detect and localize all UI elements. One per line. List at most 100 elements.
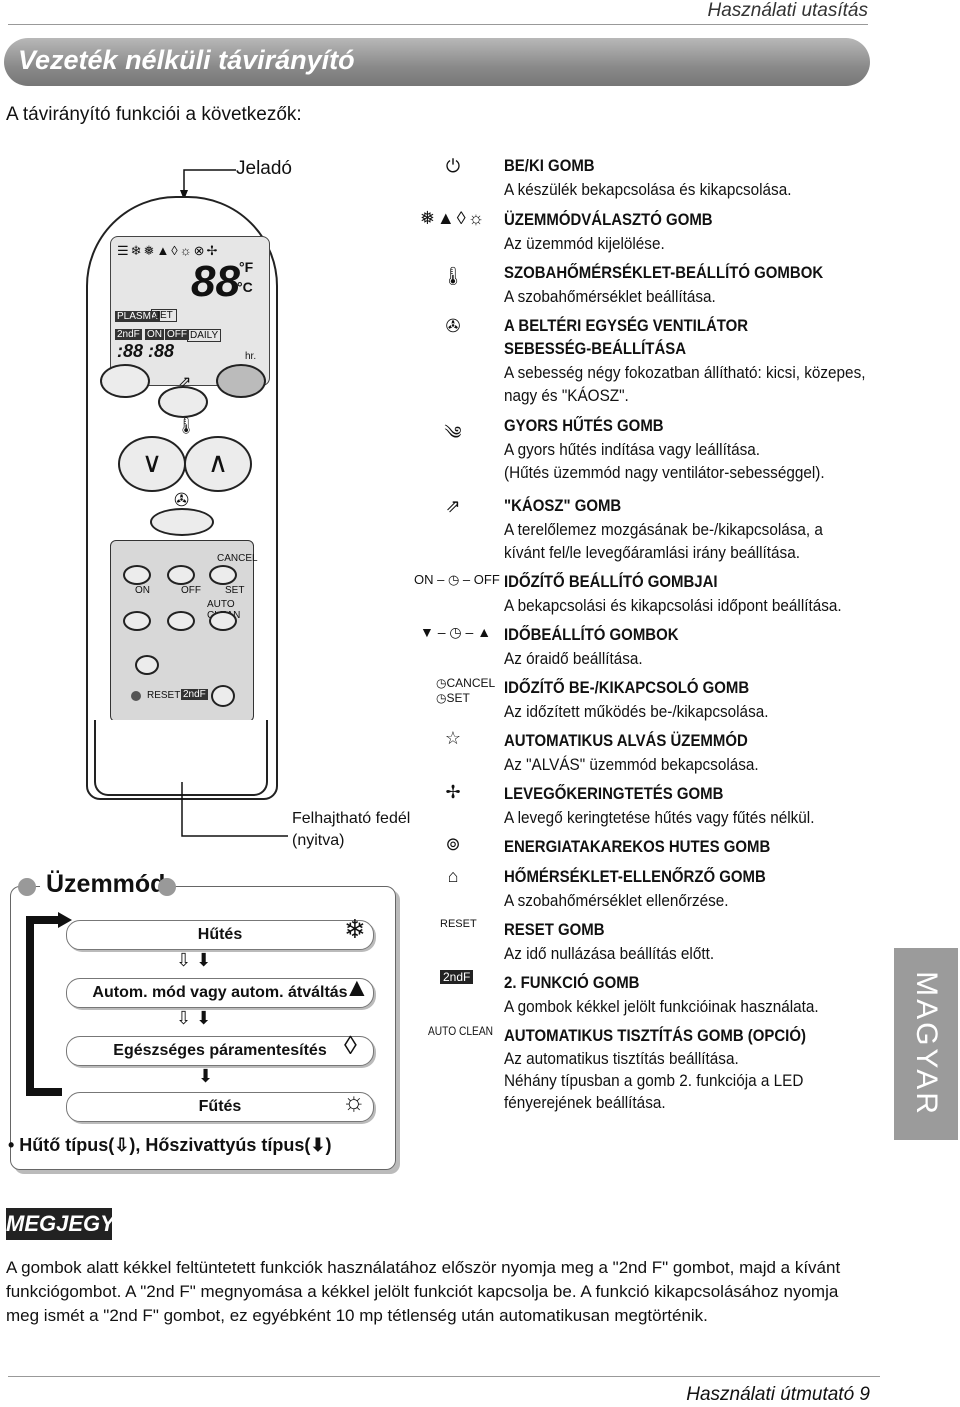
lcd-clock: :88 :88 [117,341,175,361]
mode-title: Üzemmód [40,870,172,899]
energy-saving-icon: ⊚ [445,834,461,854]
remote-temp-up-button[interactable]: ∧ [184,436,252,492]
lcd-display: ☰❄❅▲◊☼⊗✢ 88 °F °C PLASMA JET 2ndF ON OFF… [110,236,270,386]
page-footer: Használati útmutató 9 [686,1384,870,1405]
remote-autoclean-button[interactable] [209,611,237,631]
section-banner: Vezeték nélküli távirányító [4,38,870,86]
fn-autoclean-title: AUTOMATIKUS TISZTÍTÁS GOMB (OPCIÓ) [504,1026,806,1045]
legend-cooler: • Hűtő típus( [8,1135,115,1155]
cooling-icon: ❄ [344,914,366,944]
thermometer-icon: 🌡 [441,266,465,286]
timer-cancel-set-icon: ◷CANCEL◷SET [436,676,496,705]
air-circulation-icon: ✢ [445,782,461,802]
remote-jet-button[interactable] [100,364,150,398]
remote-timer-up-button[interactable] [167,611,195,631]
legend-end: ) [325,1135,332,1155]
fn-mode-desc: Az üzemmód kijelölése. [504,234,665,253]
legend-heatpump: ), Hőszivattyús típus( [129,1135,311,1155]
note-body: A gombok alatt kékkel feltüntetett funkc… [6,1256,886,1328]
cancel-label: CANCEL [446,676,496,690]
mode-type-legend: • Hűtő típus(⇩), Hőszivattyús típus(⬇) [8,1135,332,1155]
drop-icon: ◊ [344,1030,357,1060]
fn-energy-title: ENERGIATAKAREKOS HUTES GOMB [504,837,771,856]
transmitter-label: Jeladó [236,158,292,179]
lcd-off: OFF [165,329,189,340]
remote-energy-button[interactable] [135,655,159,675]
remote-flip-cover [94,720,268,796]
fn-jet-desc-2: (Hűtés üzemmód nagy ventilátor-sebességg… [504,463,825,482]
fn-reset-desc: Az idő nullázása beállítás előtt. [504,944,715,963]
fn-fan-desc-2: nagy és "KÁOSZ". [504,386,629,405]
timer-onoff-icon: ON – ◷ – OFF [414,572,500,587]
mode-cycle-arrow [26,912,72,1096]
note-line-3: meg ismét a "2nd F" gombot, ez egyébként… [6,1306,708,1325]
fan-speed-icon: ✇ [445,316,461,336]
note-line-1: A gombok alatt kékkel feltüntetett funkc… [6,1258,841,1277]
lcd-mode-icons: ☰❄❅▲◊☼⊗✢ [117,243,220,258]
timer-on-label: ON [414,572,434,587]
mode-bullet-left [18,878,36,896]
lcd-daily: DAILY [187,329,222,342]
room-temp-check-icon: ⌂ [447,866,459,886]
fn-sleep-title: AUTOMATIKUS ALVÁS ÜZEMMÓD [504,731,748,750]
mode-heating: Fűtés [66,1092,374,1122]
fn-power-title: BE/KI GOMB [504,156,595,175]
remote-mode-button[interactable] [123,565,151,585]
lcd-jet: JET [151,309,177,322]
mode-select-icon: ❅▲◊☼ [419,208,487,228]
note-heading: MEGJEGYZÉS [6,1208,158,1240]
time-set-icon: ▼ – ◷ – ▲ [420,624,492,640]
transmitter-arrow [180,169,236,200]
fn-autoclean-desc-3: fényerejének beállítása. [504,1093,666,1112]
fn-temp-title: SZOBAHŐMÉRSÉKLET-BEÁLLÍTÓ GOMBOK [504,263,824,282]
fn-power-desc: A készülék bekapcsolása és kikapcsolása. [504,180,792,199]
fn-circulation-desc: A levegő keringtetése hűtés vagy fűtés n… [504,808,815,827]
thermometer-icon: 🌡 [176,418,197,435]
mode-bullet-right [158,878,176,896]
fn-sleep-desc: Az "ALVÁS" üzemmód bekapcsolása. [504,755,759,774]
remote-on-label: ON [135,585,150,596]
fn-timer-onoff-title: IDŐZÍTŐ BE-/KIKAPCSOLÓ GOMB [504,678,750,697]
fn-tempcheck-desc: A szobahőmérséklet ellenőrzése. [504,891,729,910]
mode-box [10,886,396,1170]
lcd-plasma: PLASMA [115,311,160,322]
timer-off-label: OFF [473,572,500,587]
remote-cancel-button[interactable] [209,565,237,585]
remote-off-label: OFF [181,585,201,596]
remote-timer-down-button[interactable] [123,611,151,631]
remote-2ndf-label: 2ndF [181,689,208,700]
fn-circulation-title: LEVEGŐKERINGTETÉS GOMB [504,784,724,803]
fn-tempcheck-title: HŐMÉRSÉKLET-ELLENŐRZŐ GOMB [504,867,766,886]
remote-fan-button[interactable] [150,508,214,536]
remote-chaos-button[interactable] [158,386,208,418]
remote-sleep-button[interactable] [167,565,195,585]
lcd-unit-f: °F [239,259,254,275]
fn-jet-title: GYORS HŰTÉS GOMB [504,416,664,435]
remote-cancel-label: CANCEL [217,553,258,564]
fn-chaos-desc-2: kívánt fel/le levegőáramlási irány beáll… [504,543,800,562]
fn-chaos-desc-1: A terelőlemez mozgásának be-/kikapcsolás… [504,520,823,539]
fn-autoclean-desc-2: Néhány típusban a gomb 2. funkciója a LE… [504,1071,804,1090]
mode-arrows-2: ⇩ ⬇ [176,1008,212,1028]
fn-temp-desc: A szobahőmérséklet beállítása. [504,287,716,306]
fan-icon: ✇ [174,490,190,510]
fn-timer-title: IDŐZÍTŐ BEÁLLÍTÓ GOMBJAI [504,572,718,591]
remote-power-button[interactable] [216,364,266,398]
chaos-swing-icon: ⇗ [445,496,461,516]
remote-temp-down-button[interactable]: ∨ [118,436,186,492]
fn-2ndf-desc: A gombok kékkel jelölt funkcióinak haszn… [504,997,819,1016]
remote-2ndf-button[interactable] [211,685,235,707]
flip-cover-pointer [181,782,288,837]
fn-mode-title: ÜZEMMÓDVÁLASZTÓ GOMB [504,210,713,229]
fn-clock-desc: Az óraidő beállítása. [504,649,643,668]
mode-arrow-3: ⬇ [198,1066,214,1086]
mode-dehumidify: Egészséges páramentesítés [66,1036,374,1066]
remote-set-label: SET [225,585,245,596]
lcd-on: ON [145,329,164,340]
lcd-hr: hr. [245,351,257,362]
auto-mode-icon: ▲ [344,972,370,1002]
mode-arrows-1: ⇩ ⬇ [176,950,212,970]
fn-clock-title: IDŐBEÁLLÍTÓ GOMBOK [504,625,679,644]
remote-reset-button[interactable] [131,691,141,701]
power-icon: ⏻ [445,156,461,176]
